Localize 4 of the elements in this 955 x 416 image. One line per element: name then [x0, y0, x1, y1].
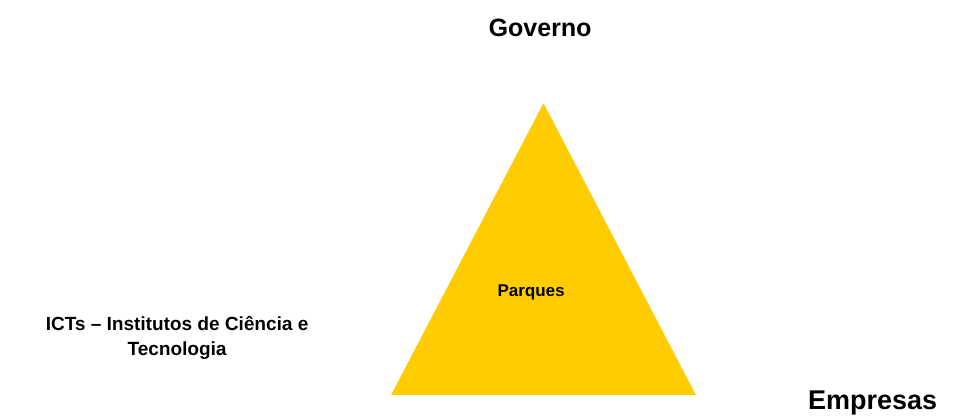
vertex-label: Empresas: [806, 384, 938, 416]
vertex-label: Governo: [488, 13, 592, 44]
node-label: Parques: [496, 281, 566, 301]
vertex-label: ICTs – Institutos de Ciência e Tecnologia: [44, 313, 310, 362]
